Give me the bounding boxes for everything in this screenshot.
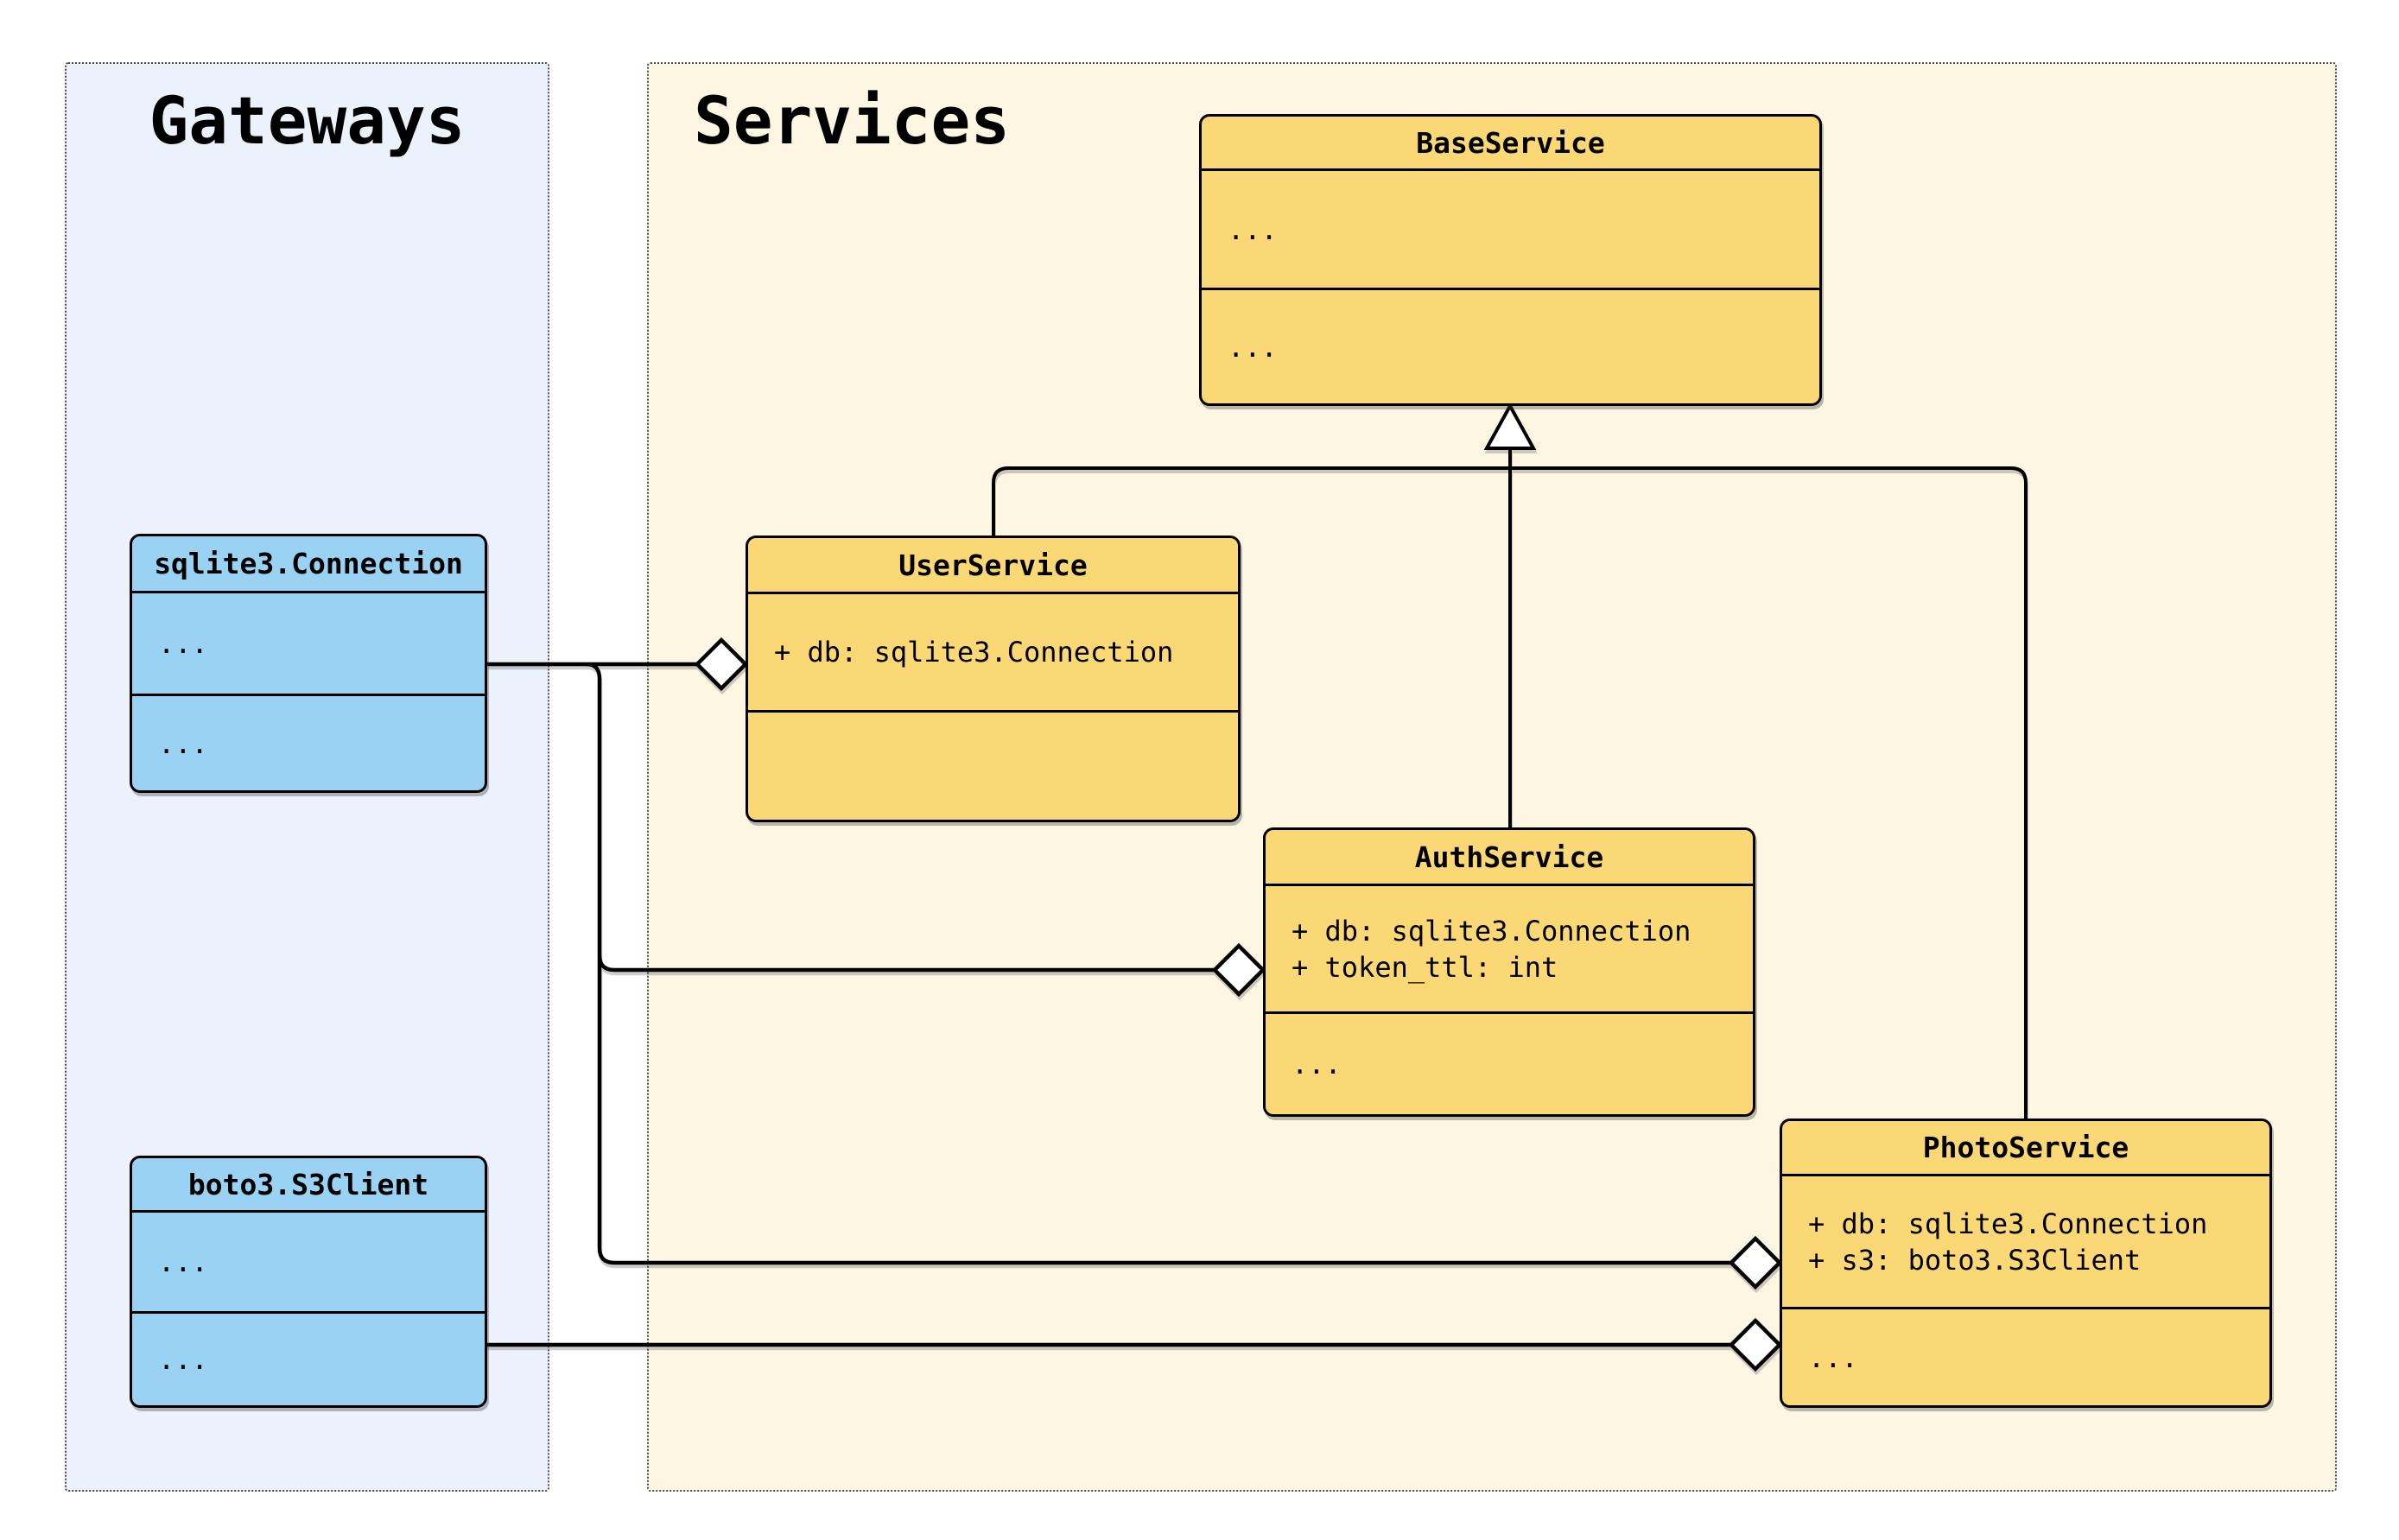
- class-name: AuthService: [1414, 840, 1604, 874]
- aggregation-diamond-userservice: [694, 637, 749, 692]
- gateways-title: Gateways: [149, 82, 466, 159]
- class-box-boto3-s3client: boto3.S3Client ... ...: [130, 1156, 487, 1408]
- class-method: ...: [158, 1343, 208, 1376]
- class-method: ...: [1228, 330, 1278, 364]
- class-attribute: + db: sqlite3.Connection: [1292, 914, 1691, 947]
- aggregation-diamond-photoservice-s3: [1728, 1317, 1783, 1372]
- class-attribute: ...: [158, 1245, 208, 1278]
- class-method: ...: [1292, 1048, 1342, 1081]
- class-box-baseservice: BaseService ... ...: [1199, 114, 1822, 406]
- class-attribute: + s3: boto3.S3Client: [1808, 1243, 2142, 1277]
- aggregation-line-authservice: [597, 954, 1215, 973]
- class-box-sqlite3-connection: sqlite3.Connection ... ...: [130, 534, 487, 793]
- class-box-userservice: UserService + db: sqlite3.Connection: [746, 536, 1241, 822]
- aggregation-diamond-photoservice-db: [1728, 1235, 1783, 1290]
- class-attribute: ...: [1228, 212, 1278, 246]
- inheritance-bus: [992, 466, 2028, 1119]
- class-method: ...: [158, 726, 208, 760]
- class-name: boto3.S3Client: [187, 1167, 429, 1201]
- class-name: UserService: [898, 548, 1088, 582]
- inheritance-triangle: [1483, 402, 1537, 450]
- class-name: sqlite3.Connection: [154, 547, 463, 580]
- aggregation-diamond-authservice: [1211, 942, 1266, 998]
- class-attribute: ...: [158, 627, 208, 660]
- class-attribute: + db: sqlite3.Connection: [1808, 1207, 2208, 1240]
- class-attribute: + db: sqlite3.Connection: [774, 636, 1174, 669]
- class-name: BaseService: [1416, 125, 1605, 160]
- class-box-photoservice: PhotoService + db: sqlite3.Connection + …: [1780, 1119, 2272, 1408]
- services-title: Services: [694, 82, 1011, 159]
- class-attribute: + token_ttl: int: [1292, 950, 1558, 984]
- class-method: ...: [1808, 1340, 1858, 1374]
- aggregation-line-photoservice-db: [586, 662, 1732, 1265]
- class-box-authservice: AuthService + db: sqlite3.Connection + t…: [1263, 827, 1755, 1117]
- class-name: PhotoService: [1922, 1131, 2129, 1164]
